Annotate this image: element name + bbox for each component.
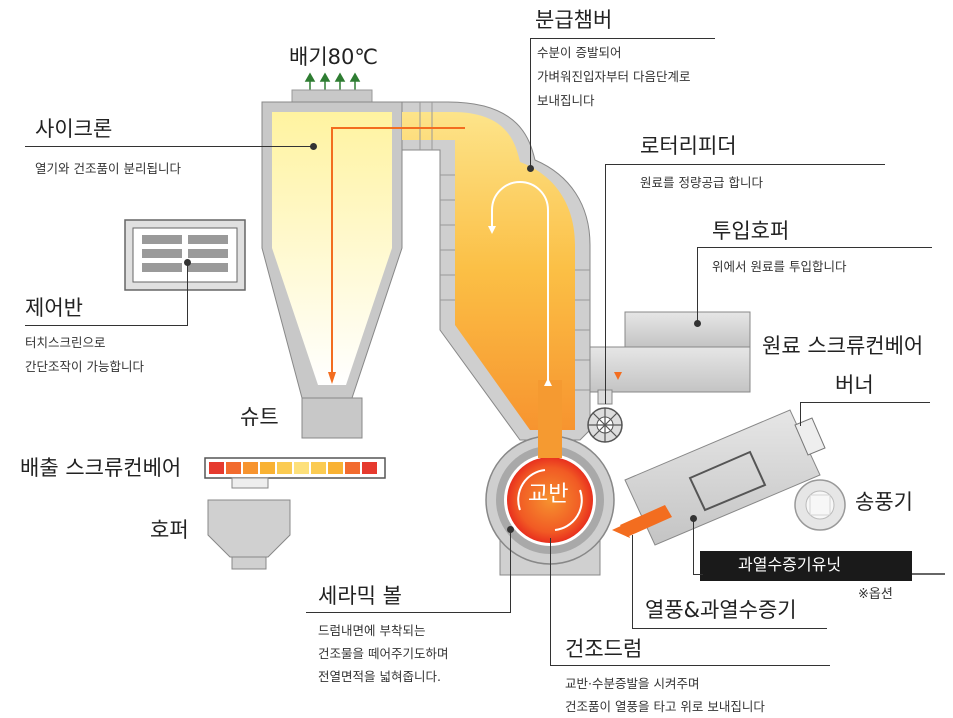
conveyor-segment <box>226 462 241 474</box>
flow-arrows <box>328 127 552 386</box>
chamber-desc-2: 가벼워진입자부터 다음단계로 <box>537 69 691 84</box>
hopper-in-desc: 위에서 원료를 투입합니다 <box>712 259 847 274</box>
burner-title: 버너 <box>835 373 874 397</box>
conveyor-segment <box>260 462 275 474</box>
ceramic-desc-3: 전열면적을 넓혀줍니다. <box>318 669 441 684</box>
chamber-desc-1: 수분이 증발되어 <box>537 45 622 60</box>
control-desc-2: 간단조작이 가능합니다 <box>25 359 144 374</box>
option-note: ※옵션 <box>858 587 893 602</box>
ceramic-desc-2: 건조물을 떼어주기도하며 <box>318 646 449 661</box>
screw-out-title: 배출 스크류컨베어 <box>20 456 182 480</box>
chute-title: 슈트 <box>240 405 279 429</box>
control-desc-1: 터치스크린으로 <box>25 335 106 350</box>
conveyor-segment <box>345 462 360 474</box>
exhaust-label: 배기80℃ <box>289 45 378 69</box>
hopper-in-title: 투입호퍼 <box>712 219 790 243</box>
conveyor-segment <box>243 462 258 474</box>
exhaust-arrows <box>304 72 361 90</box>
rotary-title: 로터리피더 <box>640 134 737 158</box>
hotair-title: 열풍&과열수증기 <box>645 598 797 622</box>
drum-desc-1: 교반·수분증발을 시켜주며 <box>565 676 700 691</box>
rotary-feeder <box>587 407 623 443</box>
chamber-title: 분급챔버 <box>535 8 613 32</box>
conveyor-segment <box>294 462 309 474</box>
input-hopper <box>589 311 751 405</box>
control-panel <box>124 219 246 291</box>
cyclone-desc: 열기와 건조품이 분리됩니다 <box>35 161 181 176</box>
cyclone-title: 사이크론 <box>35 117 113 141</box>
drying-drum <box>485 380 615 576</box>
rotary-desc: 원료를 정량공급 합니다 <box>640 175 763 190</box>
conveyor-segment <box>311 462 326 474</box>
output-hopper <box>207 499 291 570</box>
conveyor-segment <box>362 462 377 474</box>
classifying-chamber <box>401 101 591 441</box>
superheat-unit-label: 과열수증기유닛 <box>738 555 842 574</box>
drum-title: 건조드럼 <box>565 637 643 661</box>
conveyor-segment <box>209 462 224 474</box>
discharge-conveyor <box>204 457 386 489</box>
hopper-title: 호퍼 <box>150 518 189 542</box>
conveyor-segment <box>328 462 343 474</box>
drum-desc-2: 건조품이 열풍을 타고 위로 보내집니다 <box>565 699 765 714</box>
burner <box>612 409 826 546</box>
blower <box>794 479 846 531</box>
chamber-desc-3: 보내집니다 <box>537 93 595 108</box>
screw-in-title: 원료 스크류컨베어 <box>762 334 924 358</box>
conveyor-segment <box>277 462 292 474</box>
superheat-unit-box <box>700 551 912 581</box>
blower-title: 송풍기 <box>855 490 913 514</box>
control-title: 제어반 <box>25 296 83 320</box>
ceramic-title: 세라믹 볼 <box>318 584 402 608</box>
drum-center-label: 교반 <box>528 482 569 507</box>
ceramic-desc-1: 드럼내면에 부착되는 <box>318 623 426 638</box>
